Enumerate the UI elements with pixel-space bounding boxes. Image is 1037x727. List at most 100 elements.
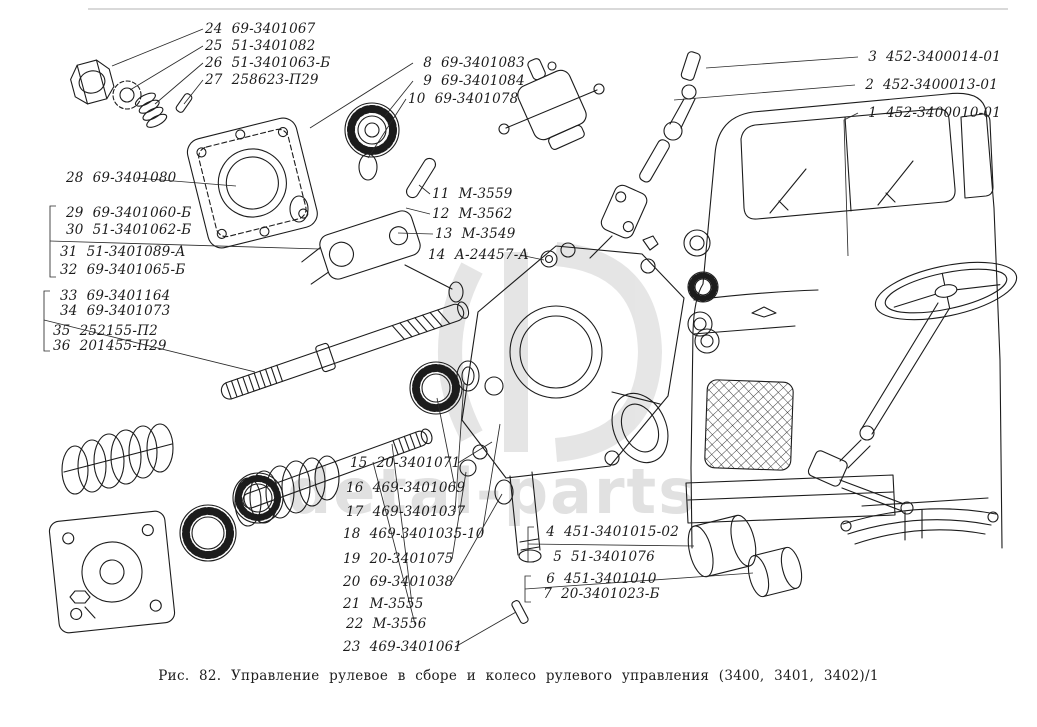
part-catalog-number: 252155-П2 bbox=[79, 323, 158, 339]
part-catalog-number: М-3555 bbox=[369, 596, 424, 612]
part-number-index: 30 bbox=[66, 222, 84, 238]
part-number-index: 24 bbox=[205, 21, 223, 37]
part-number-index: 18 bbox=[343, 526, 361, 542]
part-catalog-number: 451-3401010 bbox=[564, 571, 657, 587]
nut-washer-spring-drawing bbox=[70, 59, 193, 128]
part-label-8: 8 69-3401083 bbox=[415, 55, 525, 71]
part-catalog-number: 69-3401038 bbox=[369, 574, 454, 590]
part-label-5: 5 51-3401076 bbox=[545, 549, 655, 565]
part-number-index: 19 bbox=[343, 551, 361, 567]
part-number-index: 10 bbox=[408, 91, 426, 107]
u-joint-drawing bbox=[589, 51, 701, 259]
part-number-index: 20 bbox=[343, 574, 361, 590]
part-number-index: 26 bbox=[205, 55, 223, 71]
part-catalog-number: А-24457-А bbox=[454, 247, 529, 263]
part-catalog-number: 452-3400014-01 bbox=[886, 49, 1001, 65]
part-number-index: 1 bbox=[868, 105, 877, 121]
worm-shaft-drawing bbox=[220, 301, 470, 400]
part-catalog-number: 469-3401061 bbox=[369, 639, 463, 655]
part-number-index: 8 bbox=[423, 55, 432, 71]
upper-bearing-drawing bbox=[344, 102, 437, 199]
part-label-30: 30 51-3401062-Б bbox=[66, 222, 192, 238]
part-catalog-number: 258623-П29 bbox=[231, 72, 319, 88]
part-number-index: 33 bbox=[60, 288, 78, 304]
part-catalog-number: М-3549 bbox=[461, 226, 516, 242]
part-catalog-number: 452-3400010-01 bbox=[886, 105, 1001, 121]
part-catalog-number: 201455-П29 bbox=[79, 338, 167, 354]
part-label-25: 25 51-3401082 bbox=[205, 38, 316, 54]
part-catalog-number: 51-3401076 bbox=[571, 549, 655, 565]
steering-wheel-drawing bbox=[807, 261, 1018, 515]
part-catalog-number: 51-3401082 bbox=[231, 38, 316, 54]
bracket-coupling-drawing bbox=[301, 210, 464, 303]
part-catalog-number: 69-3401080 bbox=[92, 170, 177, 186]
part-catalog-number: 51-3401089-А bbox=[86, 244, 186, 260]
part-catalog-number: 69-3401164 bbox=[86, 288, 171, 304]
part-catalog-number: М-3559 bbox=[458, 186, 513, 202]
part-label-26: 26 51-3401063-Б bbox=[205, 55, 331, 71]
part-number-index: 17 bbox=[346, 504, 364, 520]
part-catalog-number: 51-3401062-Б bbox=[92, 222, 192, 238]
part-label-7: 7 20-3401023-Б bbox=[535, 586, 660, 602]
figure-caption: Рис. 82. Управление рулевое в сборе и ко… bbox=[158, 668, 879, 684]
part-number-index: 22 bbox=[346, 616, 364, 632]
part-number-index: 23 bbox=[343, 639, 361, 655]
part-catalog-number: 451-3401015-02 bbox=[564, 524, 679, 540]
part-label-20: 20 69-3401038 bbox=[343, 574, 454, 590]
bushings-drawing bbox=[687, 514, 803, 598]
part-catalog-number: 51-3401063-Б bbox=[231, 55, 331, 71]
part-number-index: 7 bbox=[543, 586, 552, 602]
spring-stack-left-drawing bbox=[61, 423, 174, 495]
part-number-index: 35 bbox=[53, 323, 71, 339]
part-catalog-number: 69-3401073 bbox=[86, 303, 171, 319]
part-label-18: 18 469-3401035-10 bbox=[343, 526, 485, 542]
seal-rings-drawing bbox=[683, 229, 719, 337]
part-number-index: 6 bbox=[546, 571, 555, 587]
part-label-33: 33 69-3401164 bbox=[60, 288, 171, 304]
part-number-index: 2 bbox=[865, 77, 874, 93]
part-label-27: 27 258623-П29 bbox=[205, 72, 319, 88]
part-catalog-number: 69-3401084 bbox=[441, 73, 525, 89]
part-label-1: 1 452-3400010-01 bbox=[860, 105, 1001, 121]
part-label-35: 35 252155-П2 bbox=[53, 323, 158, 339]
part-catalog-number: 69-3401078 bbox=[434, 91, 519, 107]
part-number-index: 27 bbox=[205, 72, 223, 88]
watermark-text: detal-parts bbox=[287, 455, 697, 528]
part-label-23: 23 469-3401061 bbox=[343, 639, 463, 655]
part-catalog-number: 469-3401035-10 bbox=[369, 526, 485, 542]
cover-plate-drawing bbox=[186, 117, 318, 249]
part-number-index: 3 bbox=[868, 49, 877, 65]
leader-lines bbox=[43, 28, 859, 648]
part-catalog-number: 20-3401071 bbox=[376, 455, 461, 471]
part-label-6: 6 451-3401010 bbox=[538, 571, 657, 587]
part-catalog-number: 469-3401069 bbox=[372, 480, 466, 496]
lower-shaft-drawing bbox=[242, 428, 433, 509]
part-catalog-number: 69-3401060-Б bbox=[92, 205, 192, 221]
gear-housing-drawing bbox=[461, 242, 685, 624]
part-number-index: 21 bbox=[343, 596, 361, 612]
part-number-index: 25 bbox=[205, 38, 223, 54]
part-number-index: 5 bbox=[553, 549, 562, 565]
truck-cab-drawing bbox=[685, 92, 1003, 549]
part-catalog-number: 69-3401083 bbox=[441, 55, 525, 71]
part-number-index: 32 bbox=[60, 262, 78, 278]
part-label-34: 34 69-3401073 bbox=[60, 303, 171, 319]
part-catalog-number: 20-3401023-Б bbox=[561, 586, 660, 602]
part-number-index: 12 bbox=[432, 206, 450, 222]
part-number-index: 16 bbox=[346, 480, 364, 496]
part-number-index: 36 bbox=[53, 338, 71, 354]
part-number-index: 34 bbox=[60, 303, 78, 319]
